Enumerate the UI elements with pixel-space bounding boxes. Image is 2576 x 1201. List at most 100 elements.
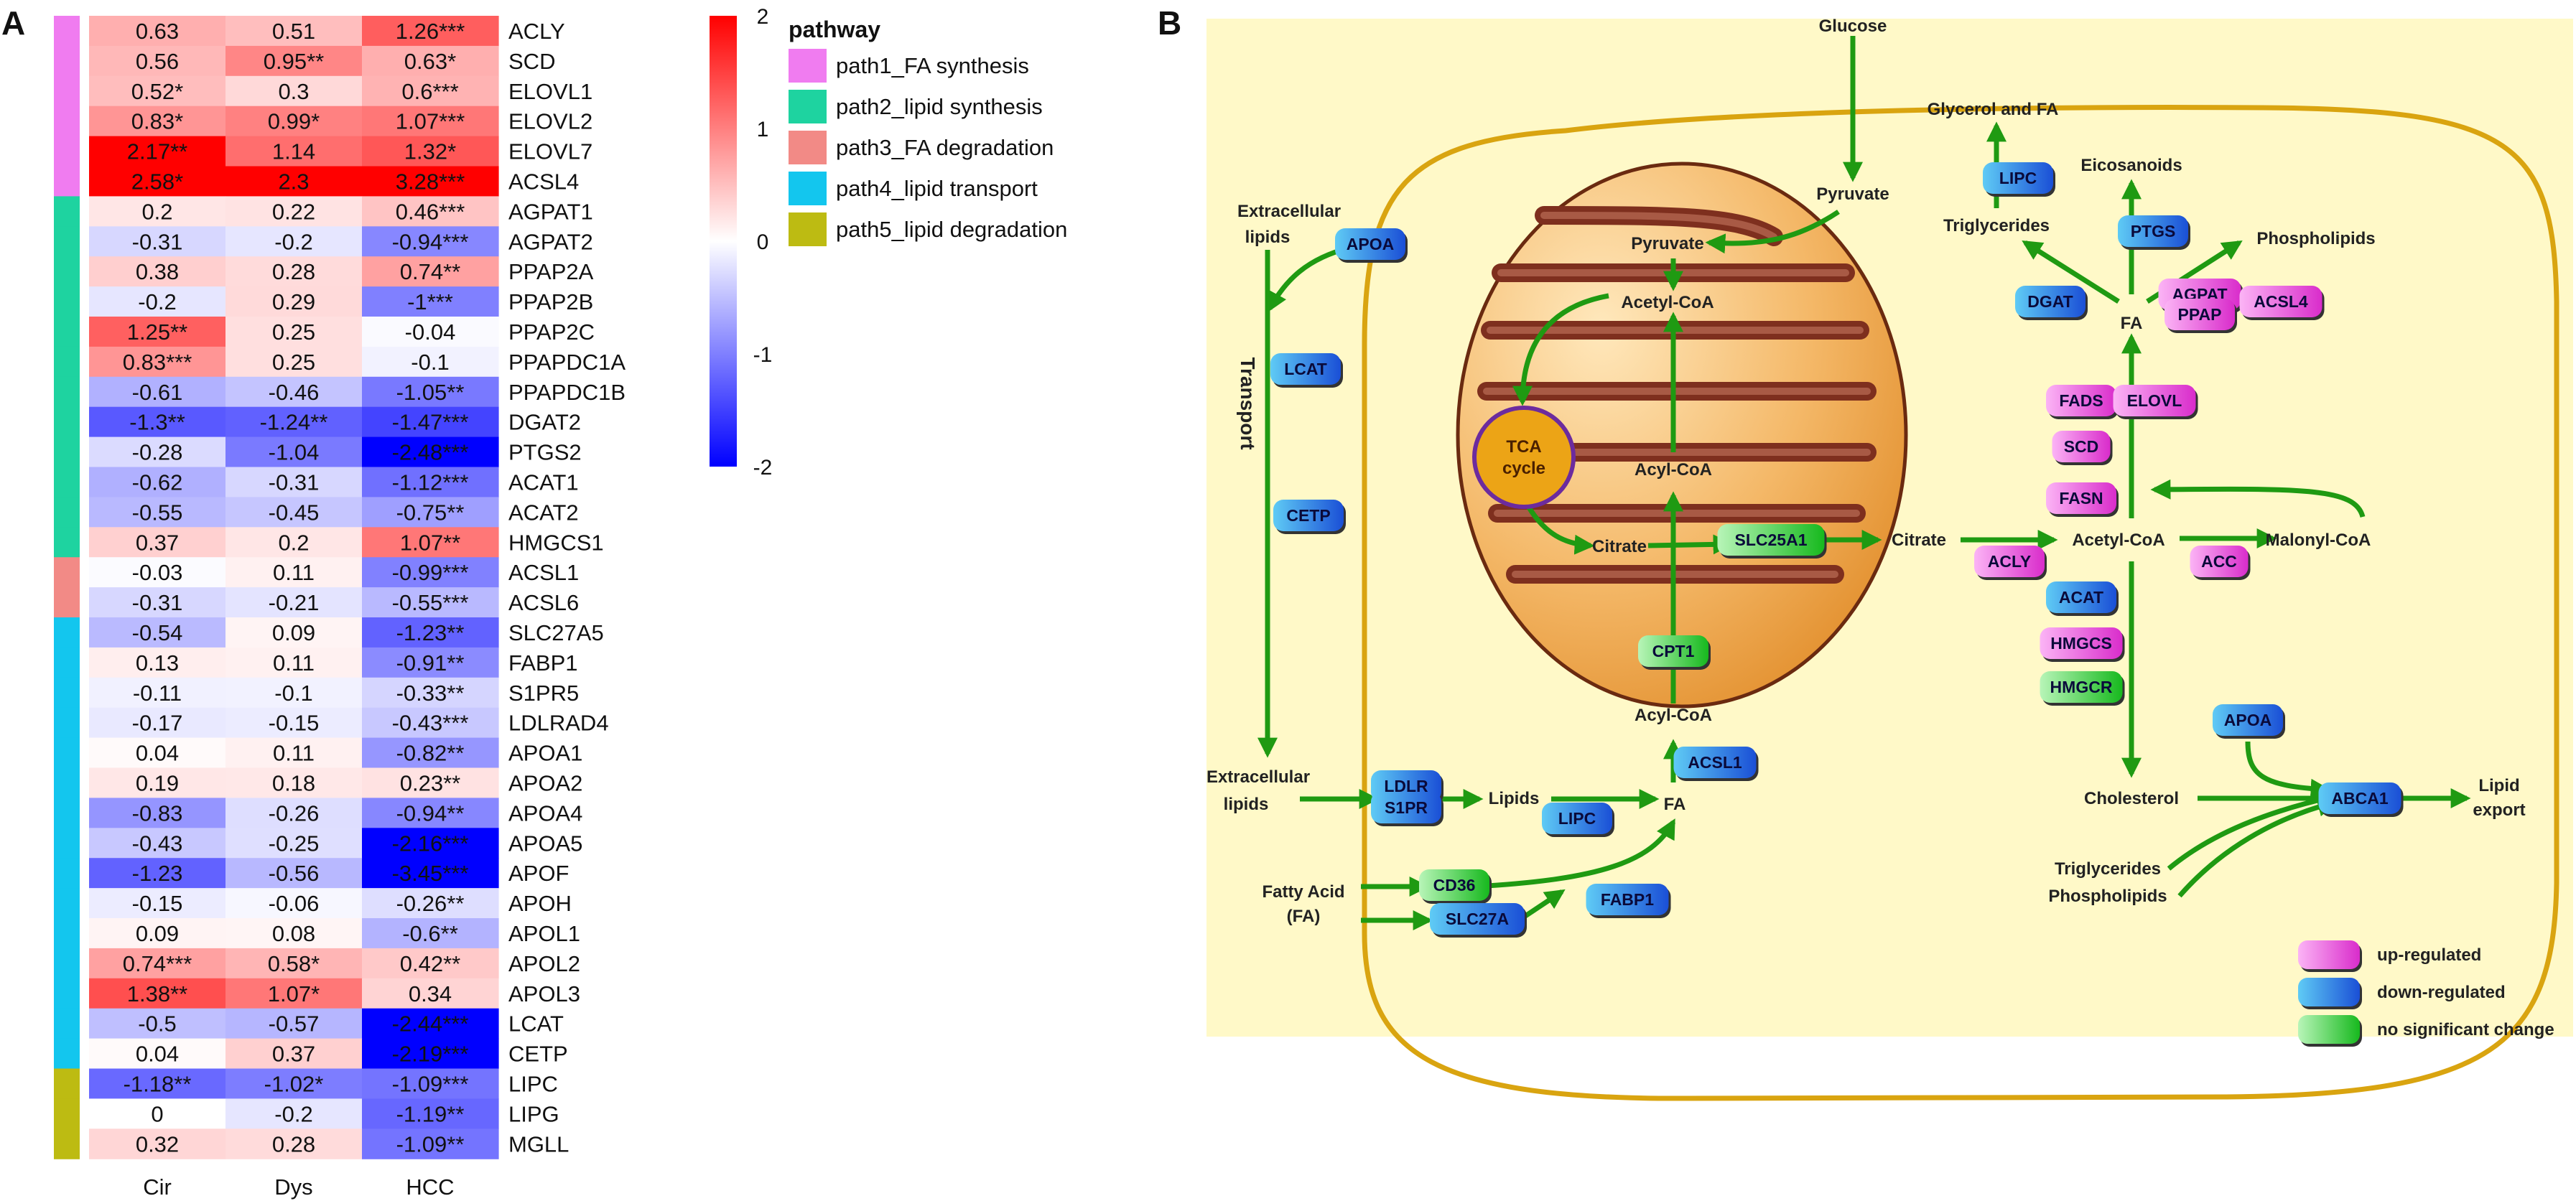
gene-label: APOL1 — [508, 921, 580, 946]
pathway-sidebar-segment — [54, 858, 80, 889]
gene-label: ACAT2 — [508, 500, 579, 525]
cell-value-label: -0.94** — [396, 800, 465, 826]
pathway-sidebar-segment — [54, 587, 80, 618]
gene-chip-label: FASN — [2059, 489, 2103, 508]
heatmap-cell — [362, 1128, 499, 1159]
gene-chip-body — [1586, 884, 1669, 915]
cell-value-label: -0.15 — [132, 891, 183, 916]
cell-value-label: -0.82** — [396, 741, 465, 766]
gene-label: ELOVL1 — [508, 79, 592, 104]
gene-chip-body — [2015, 286, 2086, 317]
gene-chip-body — [1270, 353, 1341, 385]
heatmap-cell — [89, 166, 226, 197]
heatmap-cell — [362, 467, 499, 497]
cell-value-label: 0.28 — [272, 259, 315, 284]
pathway-sidebar — [54, 16, 80, 1159]
pathway-sidebar-segment — [54, 1038, 80, 1070]
cell-value-label: 0.09 — [136, 921, 179, 946]
cell-value-label: -0.55 — [132, 500, 183, 525]
gene-chip-body — [2190, 546, 2249, 577]
pathway-legend-swatch — [789, 212, 827, 246]
cell-value-label: -0.33** — [396, 681, 465, 706]
cell-value-label: 0.22 — [272, 199, 315, 224]
arrow-malonylcoa-fa — [2150, 479, 2366, 518]
gene-chip-label: FADS — [2059, 391, 2103, 410]
gene-chip-label: ACLY — [1988, 552, 2032, 571]
cell-value-label: -0.6** — [402, 921, 458, 946]
gene-chip-cpt1: CPT1 — [1638, 635, 1711, 670]
regulation-legend-swatch — [2298, 940, 2360, 969]
gene-label: APOA4 — [508, 800, 582, 826]
heatmap-cell — [89, 467, 226, 497]
gene-chip-label: ELOVL — [2127, 391, 2182, 410]
gene-label: APOL3 — [508, 981, 580, 1006]
gene-chip-label: ABCA1 — [2331, 789, 2388, 808]
heatmap-cell — [362, 45, 499, 77]
color-scale-tick: -1 — [753, 343, 773, 367]
cell-value-label: -1.3** — [129, 410, 185, 435]
gene-label: APOA1 — [508, 741, 582, 766]
heatmap-cell — [89, 858, 226, 889]
heatmap-cell — [362, 617, 499, 648]
pathway-sidebar-segment — [54, 45, 80, 77]
gene-chip-lcat: LCAT — [1270, 353, 1343, 388]
cell-value-label: 0.46*** — [396, 199, 465, 224]
cell-value-label: 0.23** — [400, 770, 460, 795]
gene-chip-fads: FADS — [2046, 385, 2119, 419]
gene-chip-label: ACAT — [2059, 588, 2103, 607]
label-glycerol-fa: Glycerol and FA — [1928, 100, 2059, 119]
heatmap-cell — [362, 346, 499, 378]
cell-value-label: 0.63 — [136, 19, 179, 44]
cell-value-label: 1.07* — [268, 981, 320, 1006]
cell-value-label: -2.16*** — [392, 831, 469, 856]
arrow-fa-triglycerides — [2022, 240, 2120, 304]
heatmap-cell — [362, 707, 499, 739]
cell-value-label: 0.42** — [400, 951, 460, 976]
label-transport: Transport — [1237, 357, 1259, 449]
cell-value-label: -0.31 — [269, 469, 320, 495]
arrow-acetylcoa-tca — [1512, 293, 1609, 406]
heatmap-cell — [225, 436, 363, 468]
pathway-sidebar-segment — [54, 828, 80, 859]
cell-value-label: 1.07** — [400, 530, 460, 555]
cell-value-label: -0.62 — [132, 469, 183, 495]
cell-value-label: 1.07*** — [396, 109, 465, 134]
cell-value-label: -1.47*** — [392, 410, 469, 435]
heatmap-cell — [89, 1128, 226, 1159]
cell-value-label: 0.11 — [273, 650, 315, 676]
heatmap-cell — [362, 647, 499, 678]
heatmap-cell — [225, 16, 363, 47]
cell-value-label: 0.25 — [272, 319, 315, 345]
gene-chips: APOALCATCETPSLC25A1CPT1ACSL1LDLRS1PRLIPC… — [1270, 162, 2404, 938]
pathway-sidebar-segment — [54, 497, 80, 528]
heatmap-cell — [89, 16, 226, 47]
label-extracellular-1b: lipids — [1245, 228, 1291, 247]
cell-value-label: 2.3 — [278, 169, 309, 194]
cell-value-label: 0.37 — [136, 530, 179, 555]
arrow-pyruvate-mito — [1705, 210, 1840, 254]
heatmap-cell — [89, 497, 226, 528]
heatmap-cell — [89, 527, 226, 558]
cell-value-label: 1.38** — [127, 981, 187, 1006]
heatmap-cell — [89, 256, 226, 287]
cell-value-label: -0.5 — [138, 1011, 176, 1037]
cell-value-label: -0.75** — [396, 500, 465, 525]
label-acylcoa-cyto: Acyl-CoA — [1635, 706, 1712, 725]
gene-chip-elovl: ELOVL — [2113, 385, 2198, 419]
color-scale-tick: 0 — [757, 230, 769, 254]
cell-value-label: -0.26** — [396, 891, 465, 916]
cell-value-label: 1.32* — [404, 139, 456, 164]
cell-value-label: 0.52* — [131, 79, 183, 104]
heatmap-cell — [225, 677, 363, 709]
heatmap-cell — [225, 467, 363, 497]
gene-chip-body — [2165, 299, 2235, 330]
cell-value-label: 0.56 — [136, 49, 179, 74]
pathway-legend-title: pathway — [789, 17, 880, 42]
gene-chip-body — [2046, 581, 2116, 613]
cell-value-label: -0.03 — [132, 560, 183, 585]
gene-chip-label: ACSL1 — [1688, 753, 1742, 772]
gene-chip-label: HMGCS — [2050, 634, 2112, 653]
